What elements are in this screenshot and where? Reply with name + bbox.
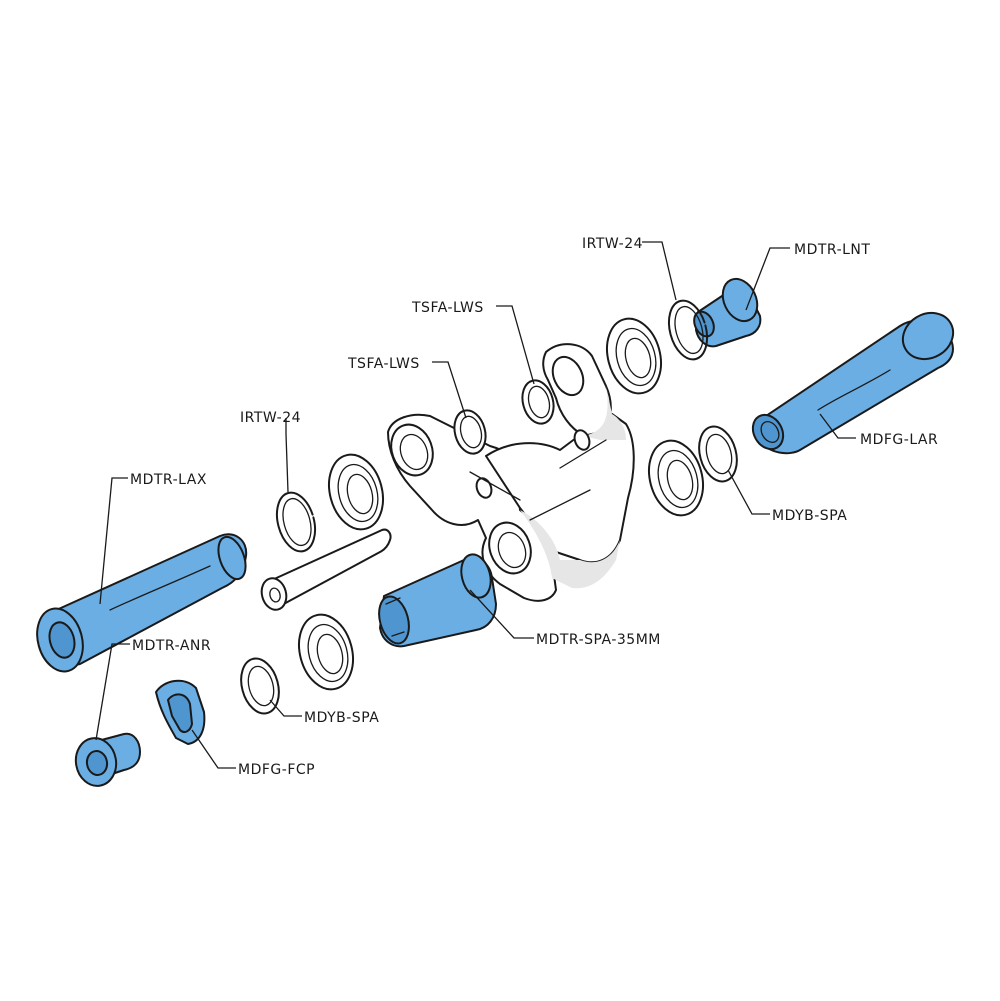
- mdtr-lnt-nut: [693, 277, 762, 348]
- retaining-ring-right: [667, 299, 709, 361]
- leader-lines: [95, 241, 856, 769]
- washer-tsfa-upper: [521, 379, 555, 425]
- mdfg-fcp-clip: [155, 679, 206, 745]
- label-tsfa-lws-upper: TSFA-LWS: [411, 300, 484, 316]
- label-mdyb-spa-right: MDYB-SPA: [772, 508, 847, 524]
- label-mdtr-spa-35mm: MDTR-SPA-35MM: [536, 632, 661, 648]
- bearing-lower-left: [298, 613, 354, 691]
- washer-mdyb-right: [698, 425, 738, 483]
- label-irtw-24-top: IRTW-24: [582, 236, 643, 252]
- mdtr-lax-axle: [36, 533, 248, 673]
- link-frame: [387, 343, 635, 602]
- bearing-upper-left: [328, 453, 384, 531]
- retaining-ring-left: [275, 491, 317, 553]
- part-labels: IRTW-24 MDTR-LNT TSFA-LWS TSFA-LWS IRTW-…: [130, 236, 938, 778]
- label-tsfa-lws-lower: TSFA-LWS: [347, 356, 420, 372]
- label-mdfg-fcp: MDFG-FCP: [238, 762, 315, 778]
- label-mdyb-spa-left: MDYB-SPA: [304, 710, 379, 726]
- mdtr-anr-nut: [74, 732, 141, 787]
- label-mdtr-lax: MDTR-LAX: [130, 472, 207, 488]
- mdtr-spa-35mm-sleeve: [378, 553, 497, 648]
- bearing-lower-right: [648, 439, 704, 517]
- pivot-pin: [260, 528, 392, 611]
- washer-mdyb-left: [240, 657, 280, 715]
- bearing-upper-right: [606, 317, 662, 395]
- label-mdfg-lar: MDFG-LAR: [860, 432, 938, 448]
- label-mdtr-lnt: MDTR-LNT: [794, 242, 870, 258]
- label-irtw-24-left: IRTW-24: [240, 410, 301, 426]
- mdfg-lar-axle: [751, 311, 955, 455]
- label-mdtr-anr: MDTR-ANR: [132, 638, 211, 654]
